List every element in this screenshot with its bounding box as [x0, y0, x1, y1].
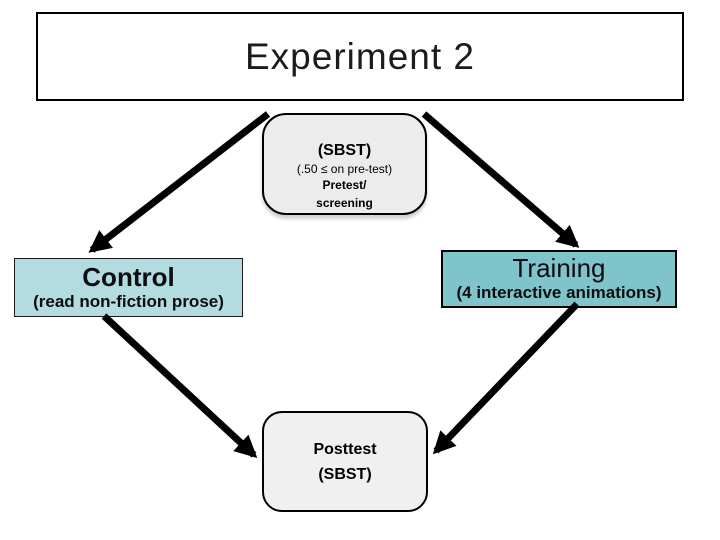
title-box: Experiment 2	[36, 12, 684, 101]
arrow-pretest-to-training-icon	[421, 111, 580, 248]
arrow-training-to-posttest-icon	[432, 301, 580, 455]
slide-title: Experiment 2	[245, 35, 475, 77]
control-subtitle: (read non-fiction prose)	[33, 292, 224, 311]
training-group-box: Training (4 interactive animations)	[441, 250, 677, 308]
pretest-screening-box: (SBST) (.50 ≤ on pre-test) Pretest/ scre…	[262, 113, 427, 215]
pretest-label-line2: screening	[316, 196, 373, 210]
control-group-box: Control (read non-fiction prose)	[14, 258, 243, 317]
control-title: Control	[82, 262, 175, 292]
pretest-label-line1: Pretest/	[322, 178, 367, 192]
training-title: Training	[512, 253, 606, 283]
posttest-line2: (SBST)	[318, 465, 372, 483]
arrow-control-to-posttest-icon	[101, 313, 258, 459]
posttest-box: Posttest (SBST)	[262, 411, 428, 512]
training-subtitle: (4 interactive animations)	[456, 283, 662, 302]
pretest-acronym: (SBST)	[317, 142, 372, 159]
posttest-line1: Posttest	[313, 440, 377, 458]
pretest-criterion: (.50 ≤ on pre-test)	[296, 162, 393, 176]
arrow-pretest-to-control-icon	[88, 111, 271, 253]
